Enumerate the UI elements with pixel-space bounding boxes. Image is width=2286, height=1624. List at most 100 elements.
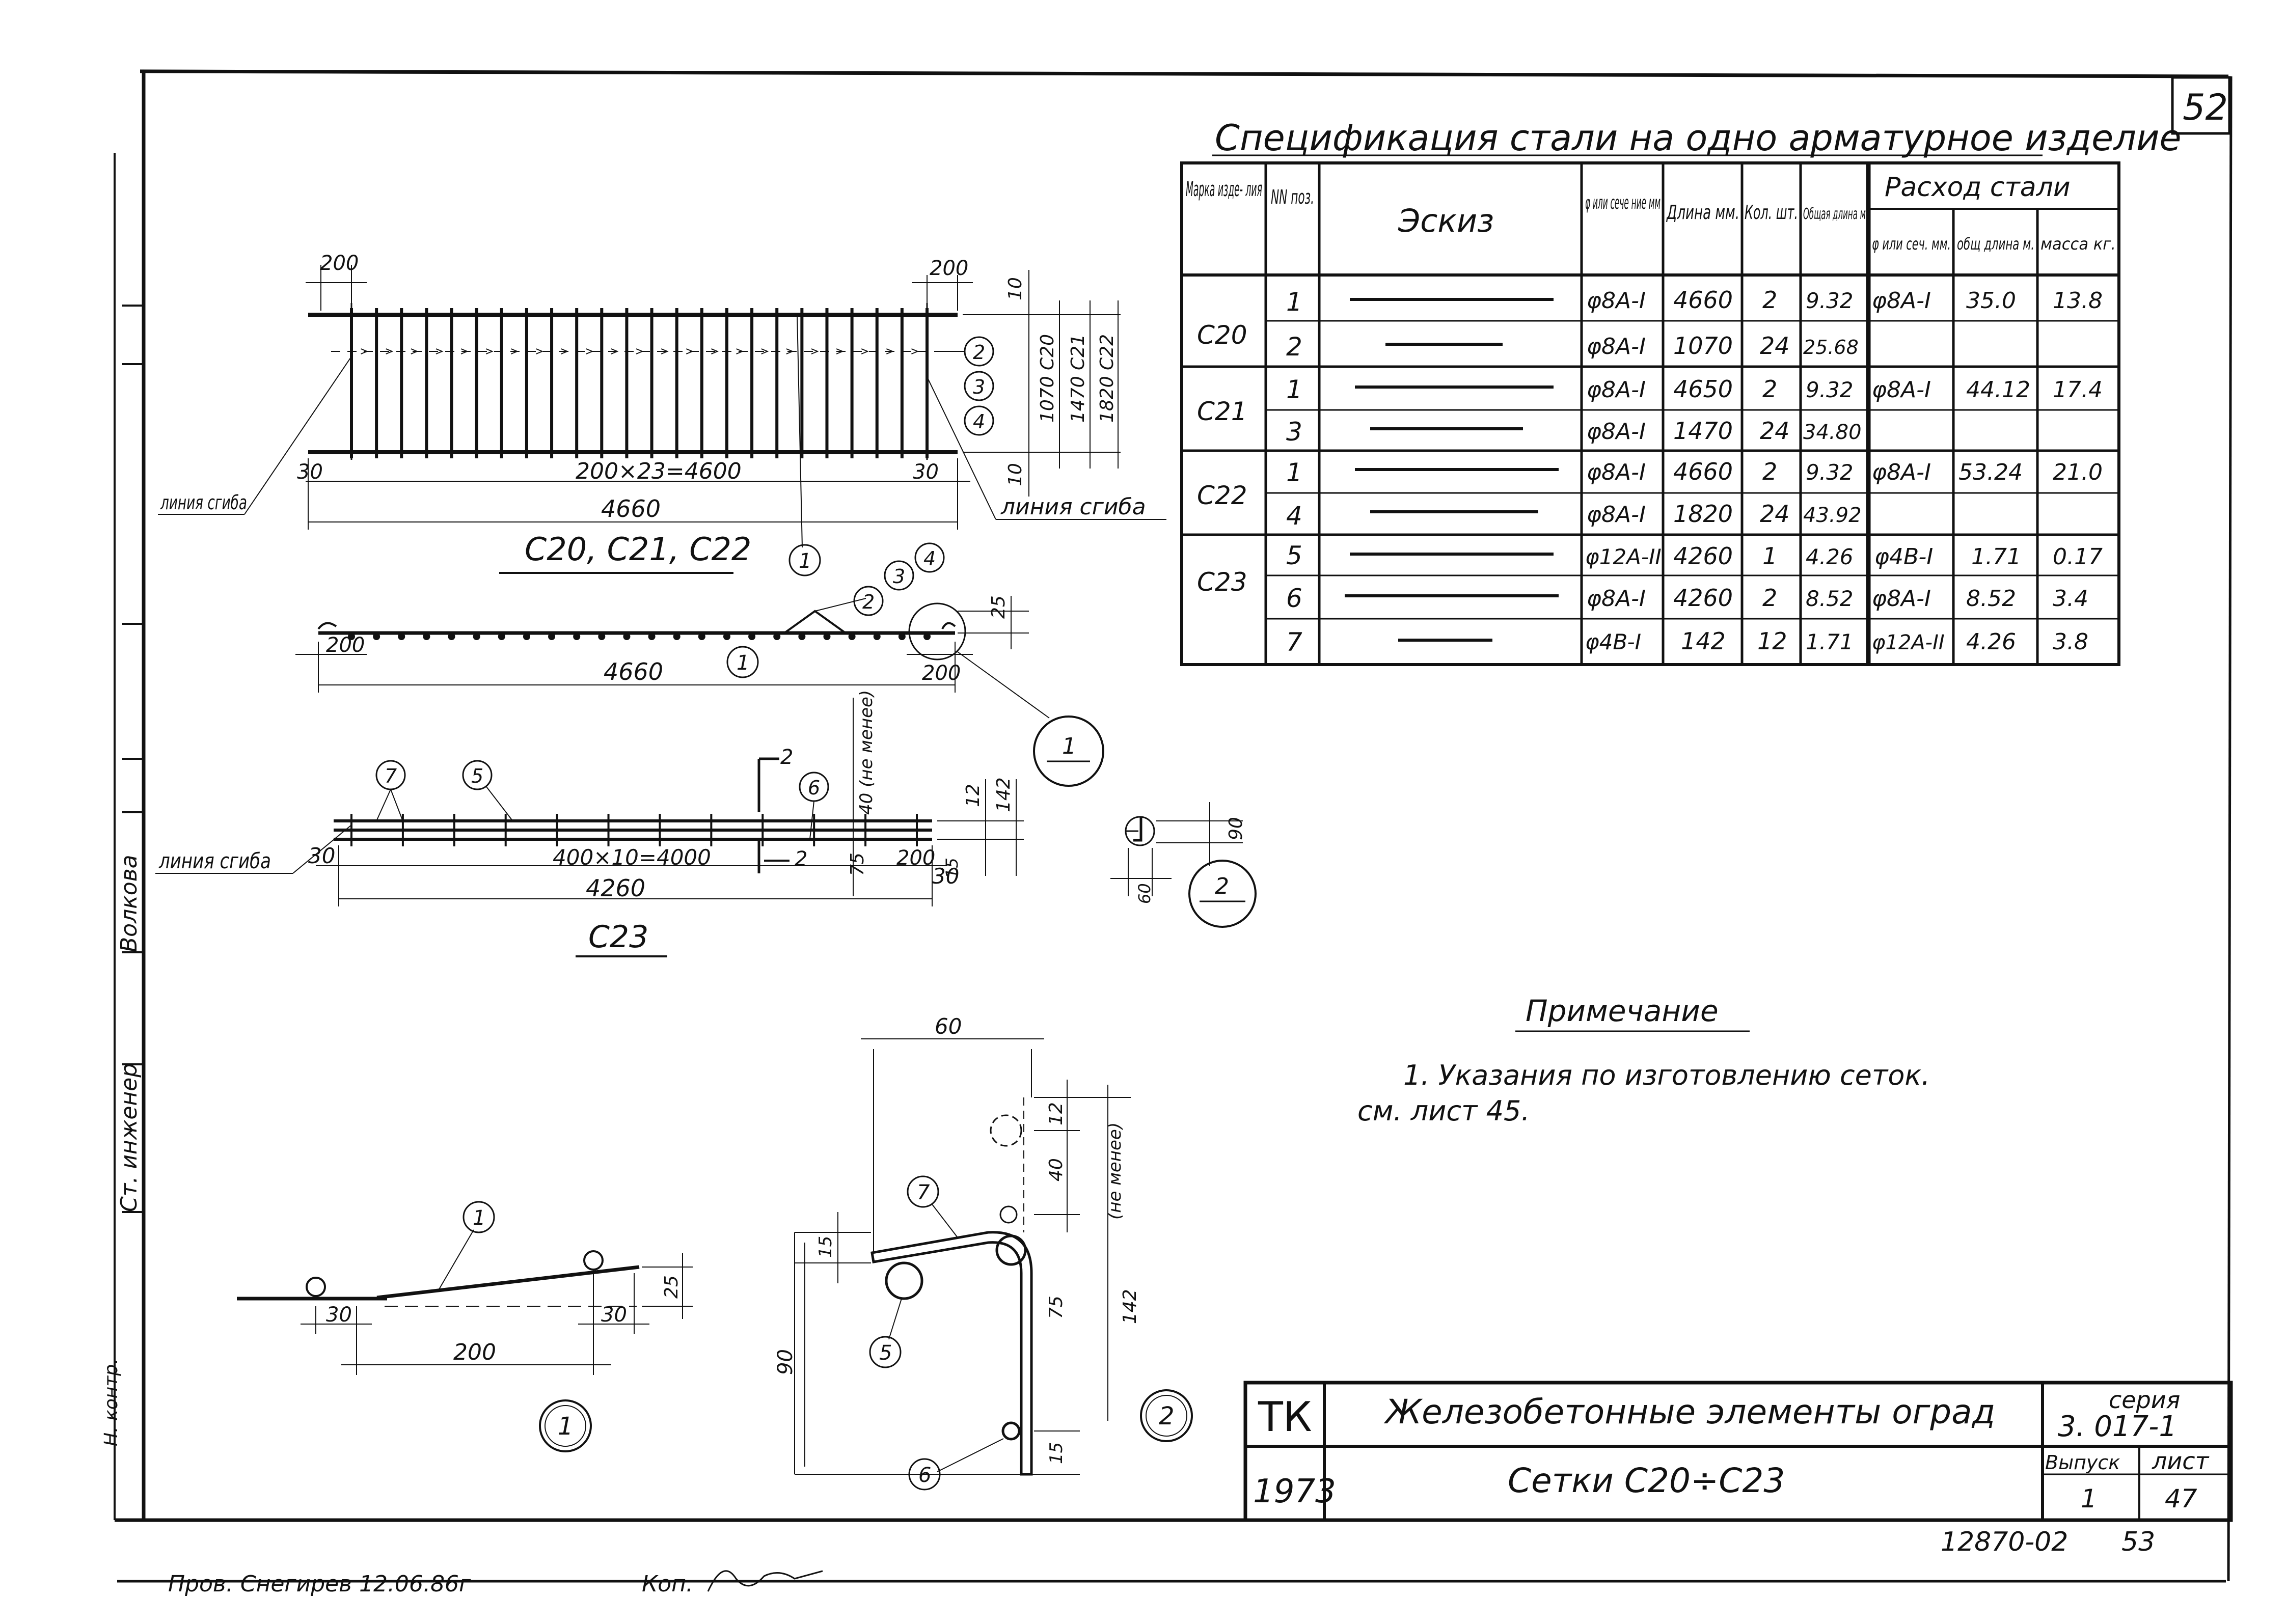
cell-c-len: 4.26 [1966,629,2016,655]
bar-section [423,633,430,640]
side-dim-4660: 4660 [604,658,663,685]
cell-c-dia: φ8A-I [1872,459,1931,485]
cell-dia: φ8A-I [1587,377,1646,403]
section-mark-2-bottom: 2 [795,847,807,871]
spacing-tick [636,348,644,354]
spacing-tick [361,348,369,354]
header-c-len: общ длина м. [1957,234,2034,254]
dim-4660: 4660 [601,495,661,522]
row-mark-c22: C22 [1197,481,1247,510]
dim-30-left: 30 [297,460,323,484]
spacing-tick [510,348,519,354]
cell-total: 4.26 [1806,544,1854,569]
bar-section [498,633,505,640]
spacing-tick [711,348,719,354]
copier-signature [707,1570,823,1592]
cell-dia: φ8A-I [1587,288,1646,314]
header-qty: Кол. шт. [1745,201,1798,224]
cell-pos: 5 [1286,541,1302,570]
row-mark-c21: C21 [1197,397,1247,426]
footer-checked: Пров. Снегирев 12.06.86г [168,1571,471,1597]
title-block-title: Железобетонные элементы оград [1383,1392,1995,1432]
side-callout-2: 2 [862,591,875,613]
cell-length: 4650 [1673,375,1733,403]
detail-ref-1: 1 [1062,733,1076,759]
header-c-dia: φ или сеч. мм. [1872,234,1951,254]
cell-qty: 2 [1762,286,1777,314]
cell-length: 1070 [1673,332,1733,360]
c23-dim-400x10: 400×10=4000 [553,845,711,870]
bend-line-label-c23: линия сгиба [158,848,271,873]
footer-copied: Коп. [642,1571,693,1597]
detail-ref-2: 2 [1215,873,1229,899]
header-mark: Марка изде- лия [1186,178,1262,201]
bar-section [523,633,530,640]
cell-total: 34.80 [1803,421,1862,444]
bar-section [823,633,831,640]
c23-callout-6: 6 [808,777,820,799]
cell-dia: φ8A-I [1587,586,1646,612]
c23-dim-142: 142 [993,777,1014,812]
side-callout-3: 3 [893,565,905,588]
sheet-number: 52 [2183,87,2228,128]
cell-dia: φ8A-I [1587,334,1646,360]
dim-10-top: 10 [1005,277,1026,300]
note-line-2: см. лист 45. [1357,1095,1530,1127]
d2-callout-7: 7 [917,1181,930,1204]
d2-callout-6: 6 [918,1464,931,1487]
title-block-year: 1973 [1253,1473,1336,1510]
c23-callout-7: 7 [385,765,397,787]
cell-c-mass: 3.4 [2053,586,2088,612]
bar-section [448,633,455,640]
cell-qty: 1 [1762,542,1777,570]
spacing-tick [836,348,844,354]
bar-section [698,633,705,640]
cell-dia: φ4B-I [1585,629,1641,654]
row-mark-c23: C23 [1197,567,1247,597]
spacing-tick [586,348,594,354]
header-mark-text: Марка изде- лия [1186,178,1262,201]
cell-c-dia: φ4B-I [1874,544,1933,570]
cell-dia: φ8A-I [1587,419,1646,445]
cell-qty: 2 [1762,458,1777,485]
bar-section [398,633,405,640]
cell-c-len: 8.52 [1966,586,2016,612]
bar-section [673,633,681,640]
cell-total: 9.32 [1806,377,1854,402]
cell-length: 4260 [1673,584,1733,612]
spacing-tick [786,348,794,354]
d2-callout-5: 5 [879,1341,892,1365]
spacing-tick [536,348,544,354]
dim-10-bottom: 10 [1005,463,1026,486]
spacing-tick [460,348,469,354]
cell-total: 25.68 [1803,336,1859,359]
c23-title: C23 [588,919,648,955]
bar-section [473,633,480,640]
cell-c-mass: 0.17 [2053,544,2103,570]
cell-dia: φ12A-II [1585,544,1662,569]
bar-sections [348,633,931,640]
section-mark-2-top: 2 [780,746,793,769]
d1-dim-200: 200 [453,1339,496,1365]
margin-label-volkova: Волкова [116,855,142,952]
spec-row: 4 φ8A-I 1820 24 43.92 [1286,500,1862,531]
cell-c-dia: φ8A-I [1872,586,1931,612]
spacing-tick [661,348,669,354]
cell-length: 4260 [1673,542,1733,570]
title-block-org: ТК [1258,1393,1312,1441]
bar-section [773,633,781,640]
title-block-series-label: серия [2109,1386,2180,1414]
cell-qty: 24 [1760,417,1790,445]
detail-2: 60 12 40 (не менее) 75 142 15 15 90 7 5 … [774,1014,1193,1491]
spec-row: 1 φ8A-I 4660 2 9.32 φ8A-I 35.0 13.8 [1286,286,2103,317]
spec-row: 6 φ8A-I 4260 2 8.52 φ8A-I 8.52 3.4 [1286,584,2088,613]
spacing-tick [436,348,444,354]
spacing-tick [761,348,769,354]
cell-c-len: 1.71 [1971,544,2021,570]
margin-label-inzhener: Ст. инженер [116,1063,142,1212]
footer: 12870-02 53 Пров. Снегирев 12.06.86г Коп… [168,1527,2155,1597]
cell-dia: φ8A-I [1587,459,1646,485]
bar-section [798,633,806,640]
dim-200-right: 200 [930,257,968,280]
cell-total: 8.52 [1806,586,1854,611]
